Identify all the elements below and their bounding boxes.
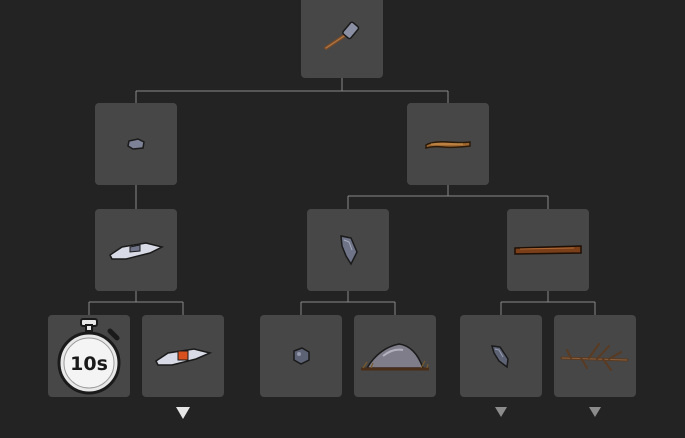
recipe-node-flint-with-red-gem[interactable] (142, 315, 224, 397)
timer-label: 10s (70, 353, 108, 375)
pebble-icon (293, 347, 310, 365)
flint-flake-icon (109, 242, 165, 260)
hammer-icon (324, 21, 360, 50)
sharp-stone-icon (340, 235, 358, 266)
recipe-node-wooden-log[interactable] (507, 209, 589, 291)
expand-arrow-icon[interactable] (495, 407, 507, 418)
stone-chunk-icon (127, 138, 145, 150)
recipe-node-rock-pile[interactable] (354, 315, 436, 397)
sharp-stone-icon (490, 345, 509, 369)
recipe-node-hammer[interactable] (301, 0, 383, 78)
wooden-stick-icon (425, 141, 471, 149)
recipe-node-flint-flake[interactable] (95, 209, 177, 291)
rock-pile-icon (361, 343, 429, 371)
recipe-node-timer[interactable]: 10s (48, 315, 130, 397)
recipe-node-wooden-stick[interactable] (407, 103, 489, 185)
recipe-node-sharp-stone[interactable] (307, 209, 389, 291)
flint-with-red-gem-icon (155, 348, 213, 366)
branch-icon (560, 343, 629, 371)
expand-arrow-icon[interactable] (589, 407, 601, 418)
wooden-log-icon (514, 245, 582, 255)
timer-icon: 10s (57, 318, 121, 395)
recipe-node-pebble[interactable] (260, 315, 342, 397)
recipe-node-sharp-stone-2[interactable] (460, 315, 542, 397)
expand-arrow-icon[interactable] (176, 407, 190, 420)
recipe-node-stone-chunk[interactable] (95, 103, 177, 185)
recipe-node-branch[interactable] (554, 315, 636, 397)
